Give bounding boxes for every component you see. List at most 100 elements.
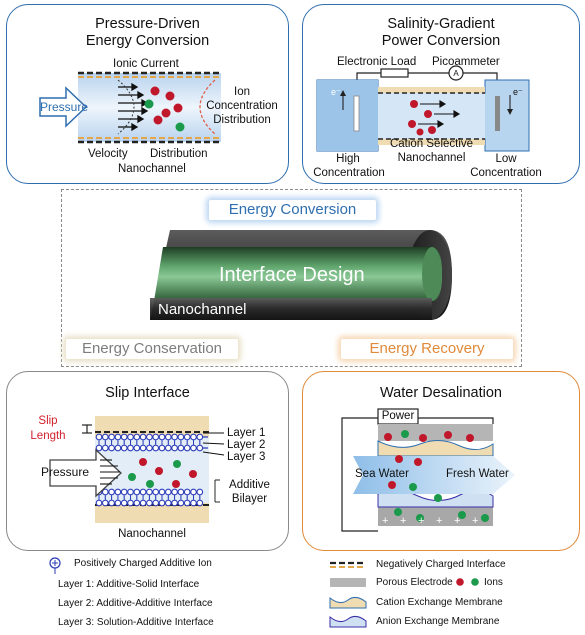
slip-pressure-label: Pressure	[41, 465, 90, 479]
additive-ion-bead	[120, 488, 128, 496]
additive-ion-bead	[158, 444, 166, 452]
additive-ion-bead	[108, 499, 115, 507]
ionic-current-label: Ionic Current	[113, 58, 179, 70]
additive-ion-bead	[108, 433, 115, 441]
legend-negative-interface: Negatively Charged Interface	[376, 559, 506, 570]
legend-layer3: Layer 3: Solution-Additive Interface	[58, 617, 214, 628]
additive-ion-bead	[146, 433, 153, 441]
additive-ion-bead	[183, 444, 191, 452]
additive-ion-bead	[152, 499, 160, 507]
additive-ion-bead	[139, 444, 147, 452]
additive-ion-bead	[127, 488, 134, 496]
additive-ion-bead	[139, 488, 147, 496]
additive-ion-bead	[127, 499, 134, 507]
center-dashed-frame	[61, 189, 522, 367]
svg-text:+: +	[436, 515, 442, 527]
distribution-label: Distribution	[150, 148, 208, 160]
legend-additive-ion: Positively Charged Additive Ion	[74, 558, 212, 569]
legend-layer1: Layer 1: Additive-Solid Interface	[58, 579, 200, 590]
additive-ion-bead	[101, 433, 109, 441]
additive-ion-bead	[183, 499, 191, 507]
pressure-panel-title-2: Energy Conversion	[85, 33, 210, 49]
additive-ion-bead	[133, 488, 141, 496]
additive-ion-bead	[190, 499, 197, 507]
additive-ion-bead	[146, 488, 153, 496]
additive-ion-bead	[146, 444, 153, 452]
additive-ion-bead	[152, 433, 160, 441]
nanochannel-tube-label: Nanochannel	[158, 301, 247, 318]
legend-ions: Ions	[484, 577, 503, 588]
energy-conversion-tag: Energy Conversion	[209, 200, 376, 220]
svg-text:+: +	[382, 515, 388, 527]
slip-length-label-1: Slip	[38, 415, 58, 427]
additive-ion-bead	[133, 433, 141, 441]
pressure-arrow-label: Pressure	[40, 100, 89, 114]
slip-panel-title: Slip Interface	[105, 385, 190, 401]
additive-ion-bead	[114, 433, 122, 441]
high-concentration-label-2: Concentration	[313, 167, 385, 179]
additive-ion-bead	[171, 488, 178, 496]
additive-ion-bead	[133, 444, 141, 452]
layer3-label: Layer 3	[227, 451, 266, 463]
additive-ion-bead	[114, 499, 122, 507]
additive-ion-bead	[171, 433, 178, 441]
additive-ion-bead	[152, 488, 160, 496]
legend-cation-membrane: Cation Exchange Membrane	[376, 597, 503, 608]
svg-text:+: +	[454, 515, 460, 527]
pressure-panel-title-1: Pressure-Driven	[95, 16, 200, 32]
additive-ion-bead	[164, 433, 172, 441]
fresh-water-label: Fresh Water	[446, 468, 509, 480]
additive-ion-bead	[177, 433, 185, 441]
legend-anion-membrane: Anion Exchange Membrane	[376, 616, 500, 627]
additive-ion-bead	[152, 444, 160, 452]
additive-ion-bead	[171, 444, 178, 452]
low-concentration-label-2: Concentration	[470, 167, 542, 179]
additive-ion-bead	[158, 488, 166, 496]
additive-ion-bead	[133, 499, 141, 507]
layer2-label: Layer 2	[227, 439, 266, 451]
additive-ion-bead	[164, 444, 172, 452]
additive-ion-bead	[139, 433, 147, 441]
additive-ion-bead	[101, 444, 109, 452]
additive-ion-bead	[95, 433, 103, 441]
slip-length-label-2: Length	[30, 430, 66, 442]
legend-layer2: Layer 2: Additive-Additive Interface	[58, 598, 213, 609]
picoammeter-label: Picoammeter	[432, 56, 500, 68]
legend-porous-electrode: Porous Electrode	[376, 577, 453, 588]
low-concentration-label-1: Low	[495, 153, 517, 165]
additive-ion-bead	[196, 444, 204, 452]
additive-ion-bead	[183, 488, 191, 496]
additive-ion-bead	[127, 444, 134, 452]
cation-selective-label-2: Nanochannel	[397, 152, 466, 164]
svg-text:+: +	[418, 515, 424, 527]
interface-design-label: Interface Design	[219, 264, 365, 286]
additive-ion-bead	[120, 433, 128, 441]
electron-right-label: e⁻	[513, 87, 523, 97]
additive-ion-bead	[114, 444, 122, 452]
additive-ion-bead	[108, 444, 115, 452]
energy-recovery-tag: Energy Recovery	[341, 339, 513, 359]
additive-ion-bead	[177, 499, 185, 507]
additive-ion-bead	[190, 488, 197, 496]
additive-ion-bead	[114, 488, 122, 496]
additive-ion-bead	[183, 433, 191, 441]
pressure-driven-panel: Pressure-Driven Energy Conversion	[6, 4, 289, 184]
additive-ion-bead	[127, 433, 134, 441]
energy-conservation-tag: Energy Conservation	[66, 339, 238, 359]
ion-distribution-label-3: Distribution	[213, 114, 271, 126]
additive-ion-bead	[139, 499, 147, 507]
additive-ion-bead	[146, 499, 153, 507]
additive-ion-bead	[190, 444, 197, 452]
ion-distribution-label-1: Ion	[234, 86, 250, 98]
svg-text:+: +	[472, 515, 478, 527]
additive-ion-bead	[177, 444, 185, 452]
additive-ion-bead	[101, 488, 109, 496]
electron-left-label: e⁻	[331, 87, 341, 97]
